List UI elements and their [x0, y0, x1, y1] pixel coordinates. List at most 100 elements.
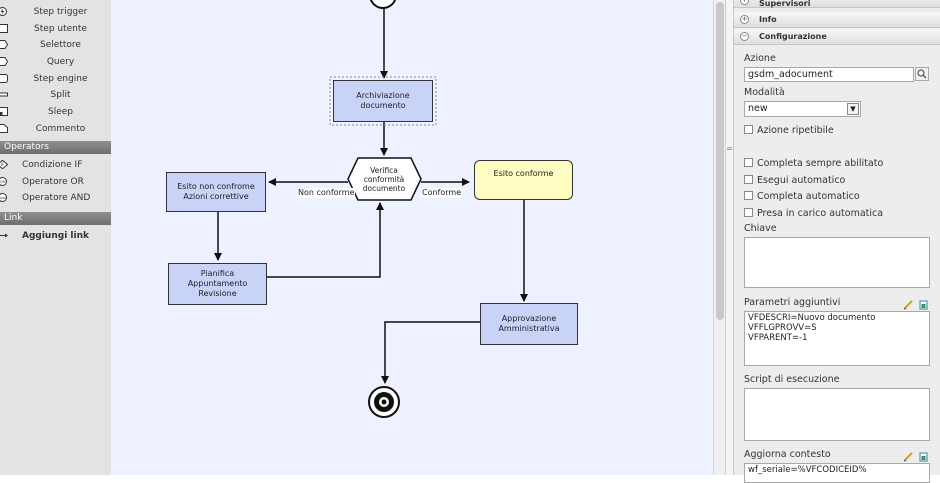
- node-approvazione-amministrativa[interactable]: Approvazione Amministrativa: [480, 303, 578, 345]
- node-esito-non-conforme[interactable]: Esito non confrome Azioni correttive: [166, 172, 266, 212]
- or-operator-icon: OR: [0, 176, 7, 186]
- parametri-tools: [903, 298, 931, 310]
- connector-approvazione-end[interactable]: [381, 321, 480, 384]
- palette-item-query[interactable]: Query: [0, 54, 111, 71]
- checkbox-box[interactable]: [744, 158, 753, 167]
- magnifier-icon: [917, 69, 927, 79]
- chiave-label: Chiave: [744, 223, 777, 234]
- comment-page-icon: [0, 123, 8, 133]
- node-archiviazione-documento[interactable]: Archiviazione documento: [333, 80, 433, 122]
- completa-sempre-checkbox[interactable]: Completa sempre abilitato: [744, 158, 883, 170]
- canvas-scrollbar[interactable]: [713, 0, 726, 475]
- hexagon-step-icon: [0, 57, 8, 67]
- palette-item-split[interactable]: Split: [0, 87, 111, 104]
- script-textarea[interactable]: [744, 388, 930, 441]
- palette-item-label: Step trigger: [33, 7, 88, 17]
- properties-panel: + Supervisori + Info − Configurazione Az…: [733, 0, 940, 483]
- completa-automatico-checkbox[interactable]: Completa automatico: [744, 191, 860, 203]
- checkbox-label: Azione ripetibile: [757, 125, 834, 136]
- presa-in-carico-checkbox[interactable]: Presa in carico automatica: [744, 208, 883, 220]
- arrow-link-icon: [0, 233, 8, 238]
- edge-label-conforme: Conforme: [421, 188, 463, 198]
- collapse-icon: −: [740, 32, 749, 41]
- modalita-label: Modalità: [744, 87, 785, 98]
- splitter-grip-icon: =: [726, 144, 733, 153]
- verifica-hexagon[interactable]: [347, 157, 422, 201]
- contesto-textarea[interactable]: wf_seriale=%VFCODICEID%: [744, 463, 930, 483]
- modalita-value: new: [748, 103, 768, 114]
- esegui-automatico-checkbox[interactable]: Esegui automatico: [744, 175, 845, 187]
- checkbox-box[interactable]: [744, 191, 753, 200]
- hexagon-step-icon: [0, 40, 8, 50]
- palette-item-label: Commento: [35, 123, 86, 134]
- workflow-connectors: [214, 0, 528, 418]
- azione-input[interactable]: gsdm_adocument: [744, 67, 914, 82]
- contesto-tools: [903, 450, 931, 462]
- palette-item-step-trigger[interactable]: Step trigger: [0, 4, 111, 21]
- edit-pencil-icon[interactable]: [903, 452, 913, 462]
- palette-item-operatore-and[interactable]: AND Operatore AND: [0, 190, 111, 207]
- palette-item-sleep[interactable]: Sleep: [0, 104, 111, 121]
- connector-pianifica-verifica[interactable]: [267, 202, 384, 278]
- checkbox-box[interactable]: [744, 125, 753, 134]
- checkbox-box[interactable]: [744, 208, 753, 217]
- palette-item-label: Step engine: [33, 73, 88, 84]
- section-configurazione[interactable]: − Configurazione: [734, 29, 940, 45]
- svg-text:AND: AND: [0, 196, 6, 200]
- split-bar-icon: [0, 92, 8, 97]
- node-esito-conforme[interactable]: Esito conforme: [474, 160, 573, 200]
- section-title: Configurazione: [759, 32, 827, 41]
- lightning-step-icon: [0, 7, 7, 16]
- modalita-select[interactable]: new ▼: [744, 101, 861, 117]
- clear-bin-icon[interactable]: [919, 300, 928, 310]
- palette-item-label: Query: [46, 57, 75, 68]
- palette-item-label: Aggiungi link: [22, 231, 89, 241]
- section-supervisori[interactable]: + Supervisori: [734, 0, 940, 8]
- palette-item-aggiungi-link[interactable]: Aggiungi link: [0, 228, 111, 245]
- checkbox-label: Completa sempre abilitato: [757, 158, 884, 169]
- if-operator-icon: IF: [0, 160, 8, 169]
- checkbox-label: Esegui automatico: [757, 175, 846, 186]
- selection-frame: [329, 76, 437, 126]
- start-node[interactable]: [369, 0, 397, 9]
- expand-icon: +: [740, 0, 749, 5]
- palette-item-commento[interactable]: Commento: [0, 121, 111, 138]
- clear-bin-icon[interactable]: [919, 452, 928, 462]
- rounded-rectangle-step-icon: [0, 73, 8, 83]
- sleep-step-icon: [0, 107, 8, 117]
- rectangle-step-icon: [0, 23, 8, 33]
- azione-label: Azione: [744, 53, 776, 64]
- palette-item-label: Sleep: [47, 107, 73, 118]
- svg-text:IF: IF: [1, 162, 5, 167]
- chiave-textarea[interactable]: [744, 237, 930, 288]
- edit-pencil-icon[interactable]: [903, 300, 913, 310]
- palette-item-label: Condizione IF: [22, 160, 83, 170]
- step-palette: Step trigger Step utente Selettore Query…: [0, 0, 112, 475]
- lookup-button[interactable]: [915, 67, 929, 81]
- edge-label-non-conforme: Non conforme: [297, 188, 356, 198]
- section-title: Info: [759, 15, 777, 24]
- checkbox-label: Completa automatico: [757, 191, 860, 202]
- scrollbar-thumb[interactable]: [716, 2, 724, 320]
- palette-item-step-utente[interactable]: Step utente: [0, 21, 111, 38]
- azione-ripetibile-checkbox[interactable]: Azione ripetibile: [744, 125, 834, 137]
- palette-item-selettore[interactable]: Selettore: [0, 37, 111, 54]
- section-info[interactable]: + Info: [734, 12, 940, 28]
- palette-item-label: Selettore: [40, 40, 81, 51]
- checkbox-box[interactable]: [744, 175, 753, 184]
- palette-item-step-engine[interactable]: Step engine: [0, 71, 111, 88]
- parametri-textarea[interactable]: VFDESCRI=Nuovo documento VFFLGPROVV=S VF…: [744, 311, 930, 366]
- node-pianifica-appuntamento[interactable]: Pianifica Appuntamento Revisione: [168, 263, 267, 305]
- palette-item-operatore-or[interactable]: OR Operatore OR: [0, 174, 111, 191]
- workflow-canvas[interactable]: Archiviazione documento Verifica conform…: [111, 0, 713, 475]
- operators-header: Operators: [0, 141, 111, 154]
- link-header: Link: [0, 212, 111, 225]
- and-operator-icon: AND: [0, 193, 7, 203]
- palette-item-condizione-if[interactable]: IF Condizione IF: [0, 157, 111, 174]
- contesto-label: Aggiorna contesto: [744, 449, 831, 460]
- palette-item-label: Operatore AND: [22, 193, 91, 204]
- palette-item-label: Operatore OR: [22, 176, 84, 187]
- node-verifica-conformita[interactable]: Verifica conformità documento: [362, 165, 406, 193]
- palette-item-label: Step utente: [34, 23, 87, 34]
- end-node[interactable]: [368, 386, 400, 418]
